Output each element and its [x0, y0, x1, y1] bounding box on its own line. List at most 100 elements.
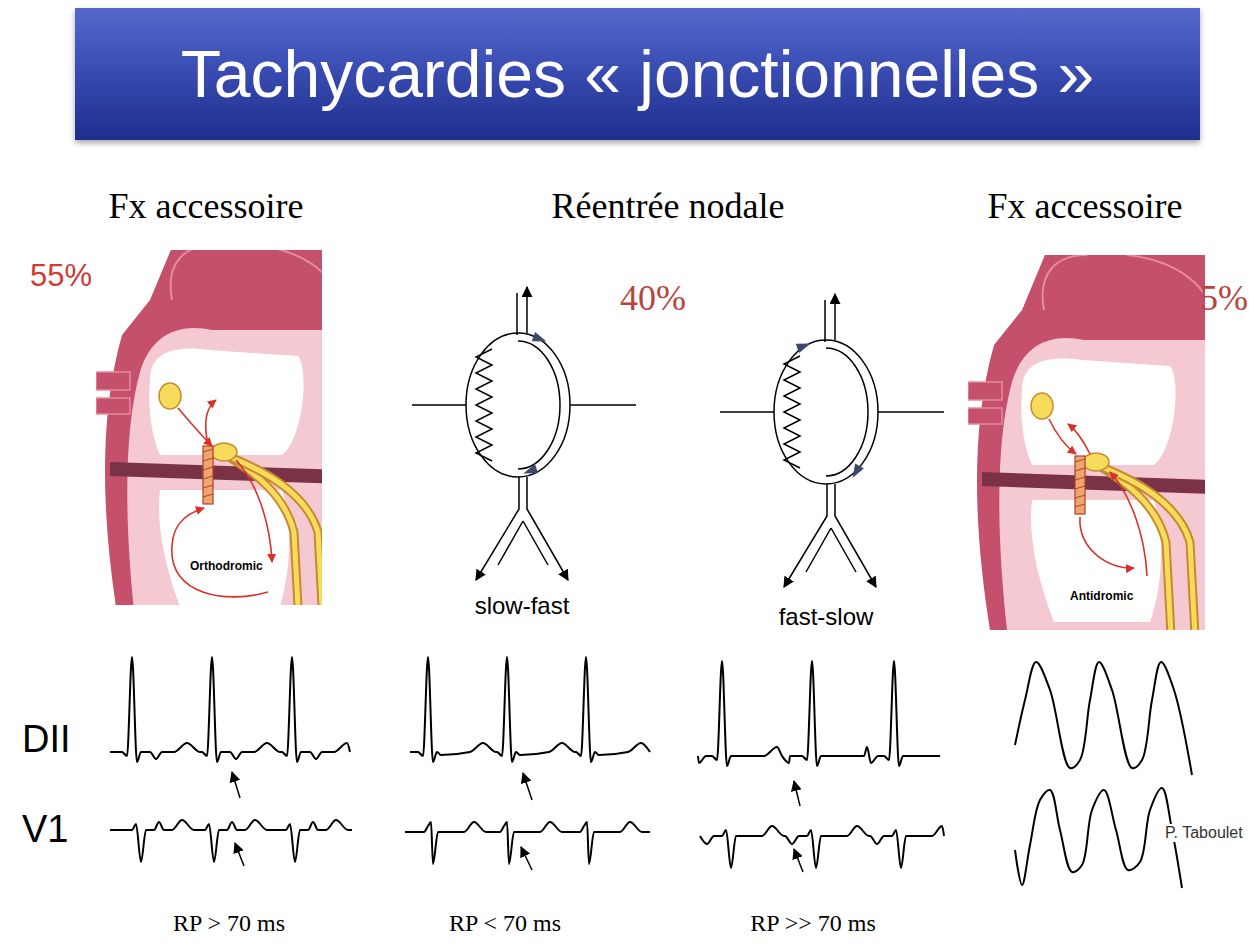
- sinus-node: [159, 383, 181, 409]
- ecg-trace: [1015, 662, 1192, 775]
- av-node: [211, 443, 237, 461]
- rp-interval: RP >> 70 ms: [750, 910, 876, 938]
- activation-arrow: [172, 508, 268, 597]
- his-bundle: [1102, 467, 1195, 630]
- axis-line: [720, 411, 944, 413]
- direction-marker: [522, 464, 539, 478]
- av-node: [1083, 453, 1109, 471]
- circuit-label: slow-fast: [475, 592, 570, 620]
- accessory-pathway: [203, 467, 213, 470]
- av-groove: [982, 472, 1205, 494]
- conduction-line: [824, 300, 826, 342]
- accessory-pathway: [1075, 504, 1085, 507]
- percentage: 55%: [30, 258, 92, 294]
- ventricle-chamber: [159, 490, 289, 605]
- accessory-pathway: [203, 476, 213, 479]
- atrium-chamber: [149, 349, 303, 455]
- column-heading: Réentrée nodale: [552, 186, 785, 227]
- his-bundle: [1102, 467, 1195, 630]
- lead-name: DII: [22, 718, 71, 762]
- aorta-contour: [171, 250, 322, 300]
- ecg-trace: [700, 826, 944, 868]
- atrium-chamber: [1021, 359, 1175, 465]
- accessory-pathway: [1075, 456, 1085, 514]
- activation-arrow: [206, 400, 216, 444]
- av-groove: [110, 462, 322, 484]
- ecg-trace: [410, 657, 650, 762]
- percentage: 40%: [620, 278, 686, 319]
- activation-arrow: [1110, 472, 1147, 576]
- ecg-trace: [405, 822, 650, 864]
- his-bundle: [230, 457, 322, 605]
- direction-marker: [532, 332, 549, 346]
- accessory-pathway: [203, 449, 213, 452]
- ecg-trace: [110, 820, 352, 862]
- p-wave-pointer: [794, 781, 800, 806]
- p-wave-pointer: [794, 849, 803, 872]
- p-wave-pointer: [235, 843, 244, 866]
- column-heading: Fx accessoire: [109, 186, 304, 227]
- axis-line: [412, 404, 636, 406]
- heart-illustration: [968, 255, 1205, 630]
- activation-arrow: [1068, 424, 1090, 454]
- activation-arrow: [1080, 517, 1134, 568]
- conduction-line: [516, 293, 518, 335]
- fast-pathway: [518, 341, 560, 469]
- nodal-circuit: [720, 294, 944, 587]
- conduction-arrow: [526, 287, 528, 333]
- his-bundle: [1098, 465, 1171, 630]
- accessory-pathway: [203, 494, 213, 497]
- activation-arrow: [1049, 419, 1076, 454]
- his-bundle: [226, 455, 299, 605]
- aorta-contour: [1043, 255, 1205, 310]
- his-bundle: [226, 455, 299, 605]
- percentage: 5%: [1200, 278, 1248, 319]
- rp-interval: RP > 70 ms: [173, 910, 285, 938]
- column-heading: Fx accessoire: [988, 186, 1183, 227]
- sinus-node: [1031, 393, 1053, 419]
- p-wave-pointer: [232, 772, 240, 798]
- lead-name: V1: [22, 808, 68, 852]
- accessory-pathway: [1075, 477, 1085, 480]
- ecg-trace: [698, 661, 940, 766]
- circuit-label: fast-slow: [779, 603, 874, 631]
- av-node-outline: [466, 333, 570, 477]
- slow-pathway: [476, 349, 492, 461]
- conduction-line: [806, 528, 856, 572]
- conduction-line: [498, 521, 548, 565]
- direction-marker: [848, 463, 864, 480]
- fast-pathway: [826, 348, 868, 476]
- pulmonary-vein: [96, 372, 130, 414]
- rp-interval: RP < 70 ms: [449, 910, 561, 938]
- nodal-circuit: [412, 287, 636, 580]
- ventricle-chamber: [1031, 500, 1161, 622]
- title-text: Tachycardies « jonctionnelles »: [181, 36, 1095, 112]
- pathway-label: Orthodromic: [188, 560, 265, 574]
- accessory-pathway: [203, 446, 213, 504]
- conduction-arrow: [834, 294, 836, 340]
- av-node-outline: [774, 340, 878, 484]
- p-wave-pointer: [521, 847, 532, 870]
- his-bundle: [1098, 465, 1171, 630]
- heart-illustration: [96, 250, 322, 605]
- accessory-pathway: [1075, 486, 1085, 489]
- direction-marker: [796, 339, 813, 353]
- title-banner: Tachycardies « jonctionnelles »: [75, 8, 1200, 140]
- accessory-pathway: [1075, 495, 1085, 498]
- pulmonary-vein: [968, 382, 1002, 424]
- slow-pathway: [784, 356, 800, 468]
- accessory-pathway: [203, 485, 213, 488]
- heart-wall: [105, 250, 322, 605]
- ecg-trace: [110, 657, 350, 762]
- author-watermark: P. Taboulet: [1163, 824, 1245, 842]
- heart-illustration: [96, 250, 322, 605]
- heart-illustration: [968, 255, 1205, 630]
- accessory-pathway: [1075, 459, 1085, 462]
- accessory-pathway: [203, 458, 213, 461]
- pathway-label: Antidromic: [1068, 590, 1135, 604]
- his-bundle: [230, 457, 322, 605]
- accessory-pathway: [1075, 468, 1085, 471]
- activation-arrow: [236, 460, 272, 562]
